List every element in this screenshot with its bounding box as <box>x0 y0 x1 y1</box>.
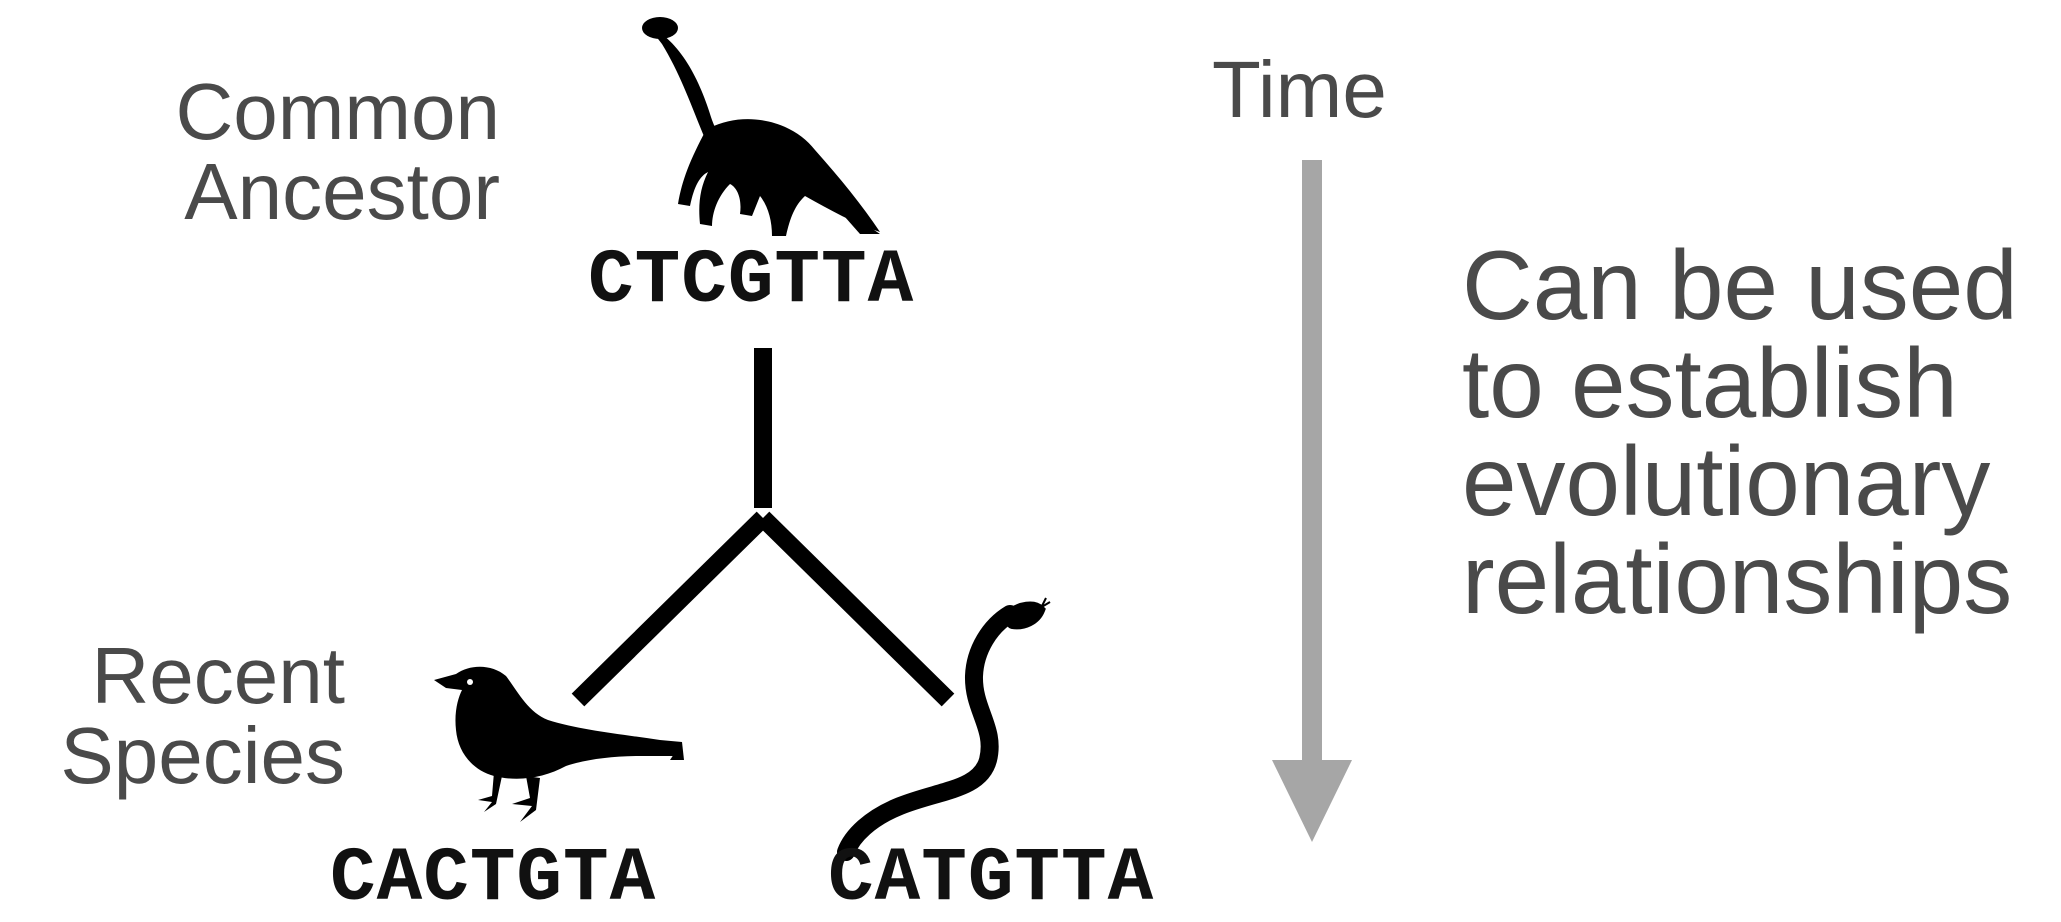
snake-tongue <box>1039 597 1051 611</box>
dinosaur-icon <box>642 17 880 236</box>
time-arrow <box>1272 160 1352 842</box>
snake-sequence: CATGTTA <box>828 836 1155 922</box>
bird-icon <box>434 666 684 822</box>
time-label: Time <box>1212 45 1387 134</box>
tree-branch-right <box>756 511 955 707</box>
recent-species-label: Recent Species <box>20 636 345 796</box>
tree-branch-left <box>571 511 770 707</box>
common-ancestor-line-2: Ancestor <box>184 147 500 236</box>
common-ancestor-line-1: Common <box>175 67 500 156</box>
caption-line-3: evolutionary <box>1462 426 1991 536</box>
caption-line-2: to establish <box>1462 328 1958 438</box>
caption-line-4: relationships <box>1462 524 2013 634</box>
bird-sequence: CACTGTA <box>330 836 657 922</box>
caption-text: Can be used to establish evolutionary re… <box>1462 236 2018 628</box>
ancestor-sequence: CTCGTTA <box>588 238 915 324</box>
recent-species-line-2: Species <box>60 711 345 800</box>
phylogenetic-tree <box>571 348 955 707</box>
caption-line-1: Can be used <box>1462 230 2018 340</box>
common-ancestor-label: Common Ancestor <box>120 72 500 232</box>
snake-icon <box>837 601 1046 861</box>
recent-species-line-1: Recent <box>91 631 345 720</box>
